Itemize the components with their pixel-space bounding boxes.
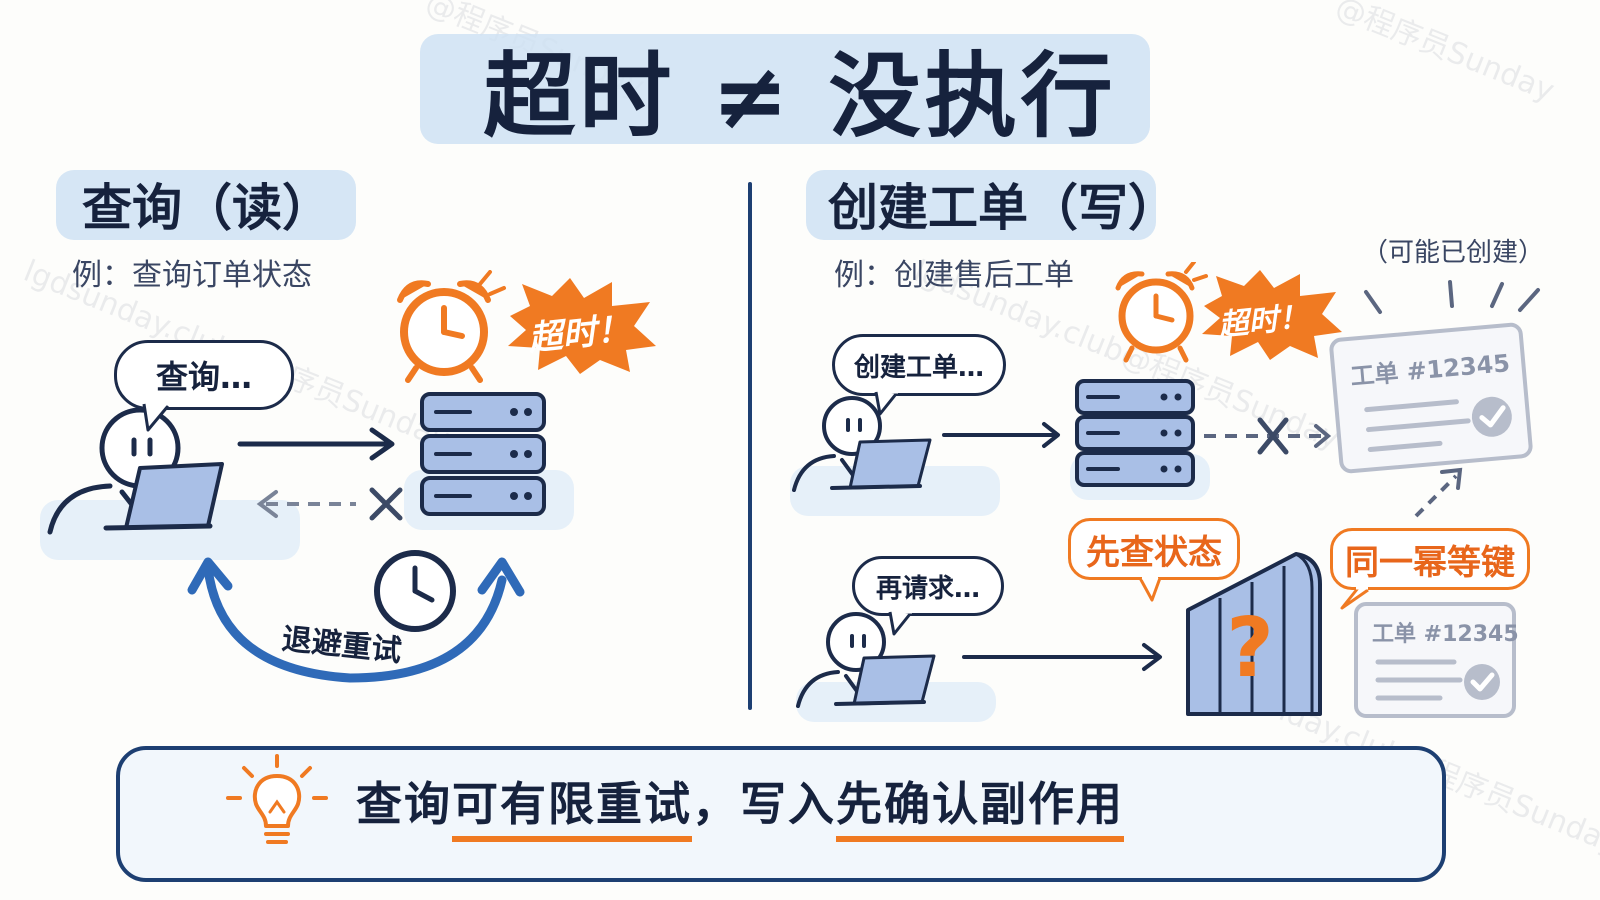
right-bottom-user-figure	[796, 612, 886, 708]
main-title: 超时 ≠ 没执行	[483, 43, 1117, 150]
right-top-request-arrow	[942, 422, 1060, 448]
right-dashed-x-arrow	[1204, 417, 1332, 455]
check-up-arrow	[1414, 467, 1463, 518]
left-section-title: 查询（读）	[82, 179, 332, 237]
center-divider	[748, 182, 752, 710]
right-timeout-burst	[1202, 270, 1342, 360]
idempotency-gate-icon: ?	[1186, 552, 1322, 716]
right-bottom-laptop-icon	[834, 654, 936, 706]
summary-bar	[116, 746, 1446, 882]
idempotency-key-tag-tail	[1340, 584, 1369, 610]
maybe-created-label: （可能已创建）	[1362, 238, 1545, 268]
idempotency-key-tag: 同一幂等键	[1330, 528, 1530, 590]
same-ticket-document	[1354, 602, 1516, 718]
created-ticket-document	[1329, 322, 1533, 474]
right-server-icon	[1075, 379, 1195, 487]
title-highlight	[420, 34, 1150, 144]
left-query-bubble: 查询…	[114, 340, 294, 410]
doc-emphasis-marks	[1364, 280, 1540, 314]
left-heading-highlight	[56, 170, 356, 240]
left-retry-arc	[187, 557, 525, 683]
summary-part-write: ，写入	[692, 777, 836, 831]
check-state-tag-tail	[1138, 574, 1162, 602]
left-timeout-burst	[508, 278, 656, 374]
right-top-laptop-icon	[830, 438, 932, 490]
summary-part-query: 查询	[356, 777, 452, 831]
left-request-arrows	[237, 427, 403, 521]
right-alarm-clock-icon	[1115, 262, 1208, 363]
right-retry-bubble-tail	[888, 608, 912, 636]
right-section-title: 创建工单（写）	[828, 179, 1178, 237]
left-example: 例：查询订单状态	[72, 258, 312, 293]
right-bottom-request-arrow	[962, 643, 1162, 671]
right-retry-bubble: 再请求…	[852, 556, 1004, 616]
right-top-user-figure	[792, 396, 882, 492]
right-example: 例：创建售后工单	[834, 258, 1074, 293]
right-create-bubble-tail	[874, 388, 898, 416]
summary-part-confirm-side-effects: 先确认副作用	[836, 768, 1124, 842]
left-alarm-clock-icon	[397, 270, 506, 383]
summary-part-limited-retry: 可有限重试	[452, 768, 692, 842]
same-ticket-label: 工单 #12345	[1372, 622, 1519, 647]
lightbulb-icon	[226, 754, 328, 844]
right-heading-highlight	[806, 170, 1156, 240]
left-server-icon	[420, 392, 546, 516]
check-state-tag: 先查状态	[1068, 518, 1240, 580]
svg-text:?: ?	[1226, 601, 1274, 696]
left-bubble-tail	[142, 400, 170, 432]
summary-text: 查询可有限重试，写入先确认副作用	[356, 768, 1124, 842]
left-retry-clock-icon	[374, 550, 456, 632]
left-laptop-icon	[103, 462, 224, 531]
right-timeout-text: 超时！	[1216, 299, 1310, 344]
right-create-bubble: 创建工单…	[832, 334, 1006, 396]
